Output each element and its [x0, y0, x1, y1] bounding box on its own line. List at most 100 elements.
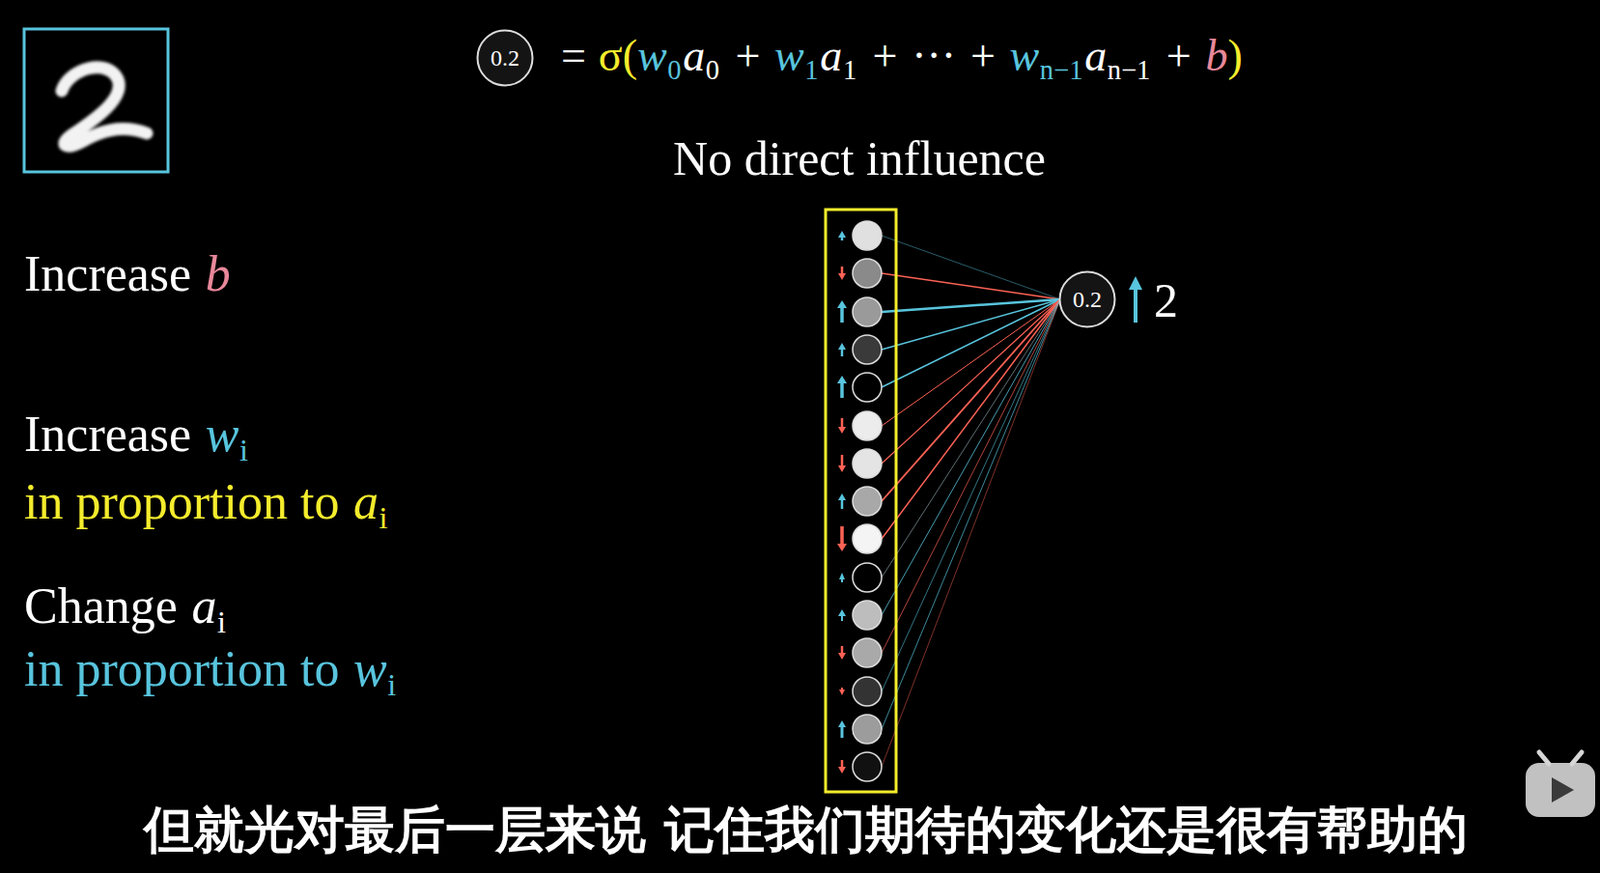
highlight-box: [825, 209, 897, 792]
activation-value: 0.2: [490, 45, 520, 72]
rule-row: Changeai: [24, 576, 228, 637]
neuron: [852, 297, 882, 327]
subscript: i: [217, 603, 226, 642]
rule-row: Increasewi: [24, 404, 251, 465]
neuron: [852, 335, 882, 365]
arrow-head: [837, 375, 847, 384]
arrow-shaft: [841, 759, 844, 768]
subscript: 1: [804, 54, 818, 87]
neuron: [852, 676, 882, 706]
rule-note: in proportion to: [24, 472, 339, 533]
rule-row: in proportion toai: [24, 472, 391, 533]
arrow-shaft: [841, 418, 844, 428]
weight-symbol: w: [637, 28, 668, 83]
activation-symbol: a: [353, 472, 379, 533]
weight-lines: [881, 235, 1061, 767]
heading-text: No direct influence: [673, 129, 1046, 188]
arrow-shaft: [840, 526, 844, 545]
weight-line: [881, 299, 1061, 426]
subscript: 0: [705, 54, 720, 87]
neuron: [852, 411, 882, 441]
neuron-column: [852, 221, 882, 782]
weight-line: [881, 299, 1061, 767]
activation-symbol: a: [682, 28, 705, 83]
weight-symbol: w: [774, 28, 805, 83]
rule-note: in proportion to: [24, 639, 339, 700]
neuron: [852, 714, 882, 744]
arrow-head: [839, 572, 845, 580]
subscript: i: [379, 499, 389, 537]
arrow-head: [838, 465, 846, 473]
arrow-head: [838, 426, 846, 434]
bias-symbol: b: [205, 244, 231, 305]
arrow-head: [838, 652, 846, 660]
icon-play: [1551, 777, 1574, 803]
neuron: [852, 221, 882, 251]
weight-line: [881, 235, 1061, 300]
rule-verb: Change: [24, 576, 178, 637]
weight-line: [881, 299, 1061, 730]
digit-two: [61, 67, 147, 146]
rule-row: Increaseb: [24, 244, 231, 305]
subscript: n−1: [1107, 54, 1151, 87]
arrow-shaft: [841, 645, 844, 654]
weight-line: [881, 299, 1061, 692]
arrow-shaft: [841, 454, 844, 467]
arrow-shaft: [841, 499, 844, 509]
icon-ear: [1571, 752, 1582, 764]
arrow-shaft: [841, 266, 844, 275]
activation-symbol: a: [819, 28, 843, 83]
sigmoid-close: ): [1227, 28, 1242, 83]
arrow-shaft: [841, 726, 844, 738]
neuron: [852, 372, 882, 402]
weight-symbol: w: [353, 639, 388, 700]
neuron-circle: [477, 30, 534, 86]
neuron: [852, 562, 882, 592]
heading-row: No direct influence: [673, 129, 1046, 188]
formula-row: =σ(w0a0+w1a1+···+wn−1an−1+b): [561, 28, 1243, 83]
weight-line: [881, 299, 1061, 578]
arrow-head: [839, 689, 845, 696]
weight-line: [881, 299, 1061, 616]
player-icon: [1525, 752, 1596, 817]
arrow-head: [838, 766, 846, 774]
arrow-head: [838, 493, 846, 501]
weight-line: [881, 299, 1061, 653]
plus-sign: +: [734, 28, 760, 83]
activation-symbol: a: [191, 576, 217, 637]
arrow-shaft: [840, 382, 844, 398]
neuron: [852, 638, 882, 668]
change-arrows: [837, 230, 847, 774]
neuron: [852, 486, 882, 516]
arrow-head: [838, 720, 846, 728]
bias-symbol: b: [1205, 28, 1228, 83]
arrow-head: [838, 342, 846, 350]
neuron: [852, 524, 882, 554]
change-number: 2: [1153, 271, 1179, 330]
weight-line: [881, 299, 1061, 539]
sigmoid-open: σ(: [598, 28, 638, 83]
increase-arrow-head: [1128, 276, 1143, 290]
neuron-node: 0.2: [1058, 270, 1117, 329]
subscript: i: [387, 666, 396, 704]
weight-line: [881, 299, 1061, 312]
subtitle-text: 但就光对最后一层来说 记住我们期待的变化还是很有帮助的: [143, 799, 1467, 860]
increase-arrow: [1133, 287, 1138, 323]
icon-ear: [1539, 752, 1549, 764]
activation-symbol: a: [1084, 28, 1107, 83]
subscript: i: [239, 431, 249, 470]
activation-value: 0.2: [1072, 286, 1102, 313]
arrow-head: [837, 543, 847, 552]
arrow-head: [838, 273, 846, 281]
rule-row: in proportion towi: [24, 639, 398, 700]
neuron: [852, 258, 882, 288]
subscript: 0: [667, 54, 681, 87]
neuron-circle: [1060, 272, 1116, 328]
neuron: [852, 449, 882, 478]
change-amount-row: 2: [1153, 271, 1179, 330]
weight-line: [881, 299, 1061, 388]
subtitle-row: 但就光对最后一层来说 记住我们期待的变化还是很有帮助的: [5, 799, 1600, 860]
ellipsis: ···: [911, 28, 956, 83]
plus-sign: +: [872, 28, 899, 83]
